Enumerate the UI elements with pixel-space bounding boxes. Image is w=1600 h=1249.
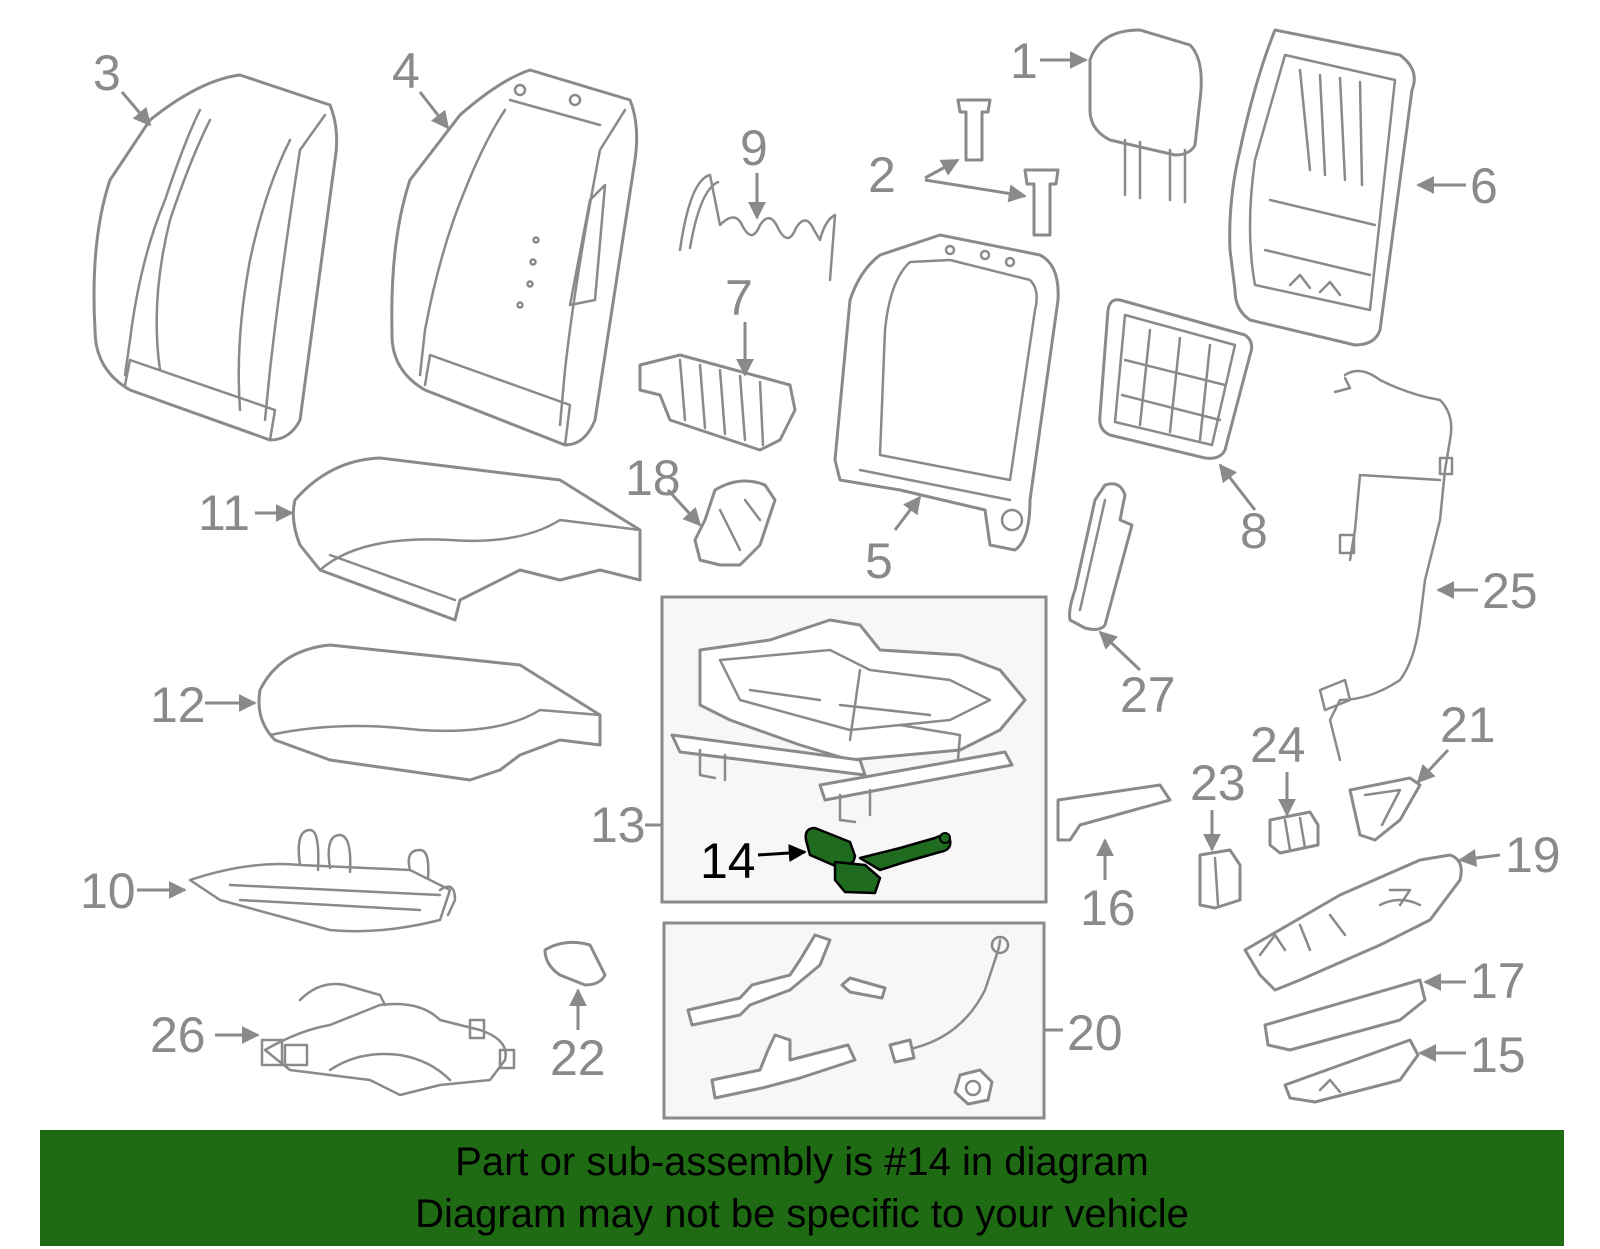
- part-7-pad[interactable]: [638, 353, 797, 452]
- label-14: 14: [700, 833, 756, 889]
- label-7: 7: [725, 270, 753, 326]
- label-17: 17: [1470, 953, 1526, 1009]
- label-5: 5: [865, 533, 893, 589]
- part-17-trim[interactable]: [1263, 978, 1427, 1052]
- part-25-wiring-harness[interactable]: [1318, 369, 1454, 762]
- label-27: 27: [1120, 667, 1176, 723]
- part-24-switch[interactable]: [1268, 810, 1320, 855]
- label-23: 23: [1190, 755, 1246, 811]
- part-21-cover[interactable]: [1348, 776, 1422, 842]
- label-26: 26: [150, 1007, 206, 1063]
- label-19: 19: [1505, 827, 1561, 883]
- part-1-headrest[interactable]: [1088, 28, 1203, 204]
- part-2-bolts[interactable]: [956, 98, 1060, 237]
- part-9-spring[interactable]: [678, 173, 837, 282]
- label-13: 13: [590, 797, 646, 853]
- label-9: 9: [740, 120, 768, 176]
- part-20-hardware-kit[interactable]: [662, 921, 1046, 1120]
- label-11: 11: [198, 485, 250, 541]
- banner-line-2: Diagram may not be specific to your vehi…: [415, 1192, 1189, 1236]
- label-25: 25: [1482, 563, 1538, 619]
- label-8: 8: [1240, 503, 1268, 559]
- part-15-trim[interactable]: [1283, 1038, 1420, 1104]
- label-21: 21: [1440, 697, 1496, 753]
- label-6: 6: [1470, 158, 1498, 214]
- label-16: 16: [1080, 880, 1136, 936]
- part-16-trim-strip[interactable]: [1056, 783, 1172, 842]
- label-4: 4: [392, 43, 420, 99]
- part-10-spring-mat[interactable]: [188, 828, 457, 933]
- label-2: 2: [868, 147, 896, 203]
- part-8-lumbar[interactable]: [1098, 298, 1254, 460]
- part-14-highlighted-motor[interactable]: [804, 826, 952, 895]
- part-4-seatback-cover[interactable]: [390, 68, 639, 447]
- part-18-bracket[interactable]: [693, 479, 777, 567]
- part-22-knob[interactable]: [543, 940, 607, 987]
- label-10: 10: [80, 863, 136, 919]
- part-26-harness[interactable]: [260, 982, 516, 1097]
- part-19-side-shield[interactable]: [1243, 853, 1463, 992]
- label-15: 15: [1470, 1027, 1526, 1083]
- part-5-seatback-frame[interactable]: [833, 233, 1060, 552]
- info-banner: Part or sub-assembly is #14 in diagram D…: [40, 1130, 1564, 1246]
- label-1: 1: [1010, 33, 1038, 89]
- label-24: 24: [1250, 717, 1306, 773]
- part-12-cushion-pad[interactable]: [257, 643, 602, 782]
- label-18: 18: [625, 450, 681, 506]
- label-12: 12: [150, 677, 206, 733]
- label-22: 22: [550, 1030, 606, 1086]
- label-20: 20: [1067, 1005, 1123, 1061]
- part-3-seatback-cover[interactable]: [92, 73, 339, 442]
- banner-line-1: Part or sub-assembly is #14 in diagram: [455, 1140, 1149, 1184]
- part-27-side-trim[interactable]: [1068, 482, 1134, 631]
- part-11-cushion-cover[interactable]: [291, 456, 642, 622]
- part-6-back-panel[interactable]: [1228, 28, 1416, 347]
- label-3: 3: [93, 45, 121, 101]
- part-23-module[interactable]: [1198, 848, 1242, 910]
